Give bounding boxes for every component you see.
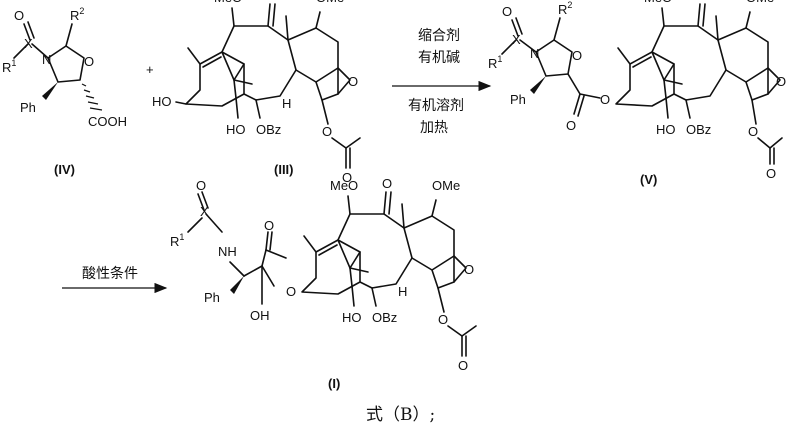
r1-atom: R1 [2, 58, 16, 75]
condition-organic-solvent: 有机溶剂 [408, 98, 464, 114]
i-c7-methoxy: OMe [432, 178, 460, 193]
condition-acidic: 酸性条件 [82, 265, 138, 282]
c13-hydroxyl: HO [152, 94, 172, 109]
v-obz-group: OBz [686, 122, 711, 137]
v-oxo-atom: O [502, 4, 512, 19]
c9-keto-o: O [266, 0, 276, 3]
phenyl-group: Ph [20, 100, 36, 115]
i-phenyl-group: Ph [204, 290, 220, 305]
i-r1-atom: R1 [170, 232, 184, 249]
v-n-atom: N [530, 46, 539, 61]
v-ester-carbonyl-o: O [566, 118, 576, 133]
v-c10-methoxy: MeO [644, 0, 672, 5]
label-v: (V) [640, 172, 657, 187]
i-c1-hydroxyl: HO [342, 310, 362, 325]
scheme-caption: 式（B）; [366, 405, 435, 425]
cooh-hash-bond [81, 83, 103, 111]
i-oxo-atom: O [196, 178, 206, 193]
step2-arrow: 酸性条件 [62, 265, 168, 294]
i-c3-hydrogen: H [398, 284, 407, 299]
i-x-atom: X [200, 204, 209, 219]
plus-sign: + [146, 62, 154, 77]
condition-heating: 加热 [420, 120, 448, 136]
condition-organic-base: 有机碱 [418, 50, 460, 66]
x-atom: X [24, 36, 33, 51]
n-atom: N [42, 52, 51, 67]
compound-v: O X R1 N R2 O Ph O O HO OBz MeO O OMe O … [488, 0, 786, 187]
label-iii: (III) [274, 162, 294, 177]
v-oxetane-o: O [776, 74, 786, 89]
label-i: (I) [328, 376, 340, 391]
v-ring-o-atom: O [572, 48, 582, 63]
i-acetate-carbonyl-o: O [458, 358, 468, 373]
v-phenyl-group: Ph [510, 92, 526, 107]
c1-hydroxyl: HO [226, 122, 246, 137]
compound-iv: O X R1 N R2 O Ph COOH (IV) [2, 6, 127, 177]
i-amine-nh: NH [218, 244, 237, 259]
acetate-o: O [322, 124, 332, 139]
compound-iii: HO HO OBz H MeO O OMe O O O (III) [152, 0, 361, 185]
label-iv: (IV) [54, 162, 75, 177]
v-acetate-o: O [748, 124, 758, 139]
v-r1-atom: R1 [488, 54, 502, 71]
v-ester-o: O [600, 92, 610, 107]
i-ester-o: O [286, 284, 296, 299]
c10-methoxy: MeO [214, 0, 242, 5]
cooh-group: COOH [88, 114, 127, 129]
v-x-atom: X [512, 32, 521, 47]
obz-group: OBz [256, 122, 281, 137]
condition-condensing-agent: 缩合剂 [418, 28, 460, 44]
v-c7-methoxy: OMe [746, 0, 774, 5]
i-c10-methoxy: MeO [330, 178, 358, 193]
oxo-atom: O [14, 8, 24, 23]
i-obz-group: OBz [372, 310, 397, 325]
v-r2-atom: R2 [558, 0, 572, 17]
v-c1-hydroxyl: HO [656, 122, 676, 137]
ring-o-atom: O [84, 54, 94, 69]
r2-atom: R2 [70, 6, 84, 23]
i-side-chain-hydroxyl: OH [250, 308, 270, 323]
oxetane-o: O [348, 74, 358, 89]
step1-arrow: 缩合剂 有机碱 有机溶剂 加热 [392, 28, 492, 136]
compound-i: O X R1 NH Ph O OH O HO OBz H MeO O OMe O… [170, 176, 477, 391]
c3-hydrogen: H [282, 96, 291, 111]
i-c9-keto-o: O [382, 176, 392, 191]
i-oxetane-o: O [464, 262, 474, 277]
v-c9-keto-o: O [696, 0, 706, 3]
i-ester-carbonyl-o: O [264, 218, 274, 233]
acetate-carbonyl-o: O [342, 170, 352, 185]
v-acetate-carbonyl-o: O [766, 166, 776, 181]
c7-methoxy: OMe [316, 0, 344, 5]
i-acetate-o: O [438, 312, 448, 327]
